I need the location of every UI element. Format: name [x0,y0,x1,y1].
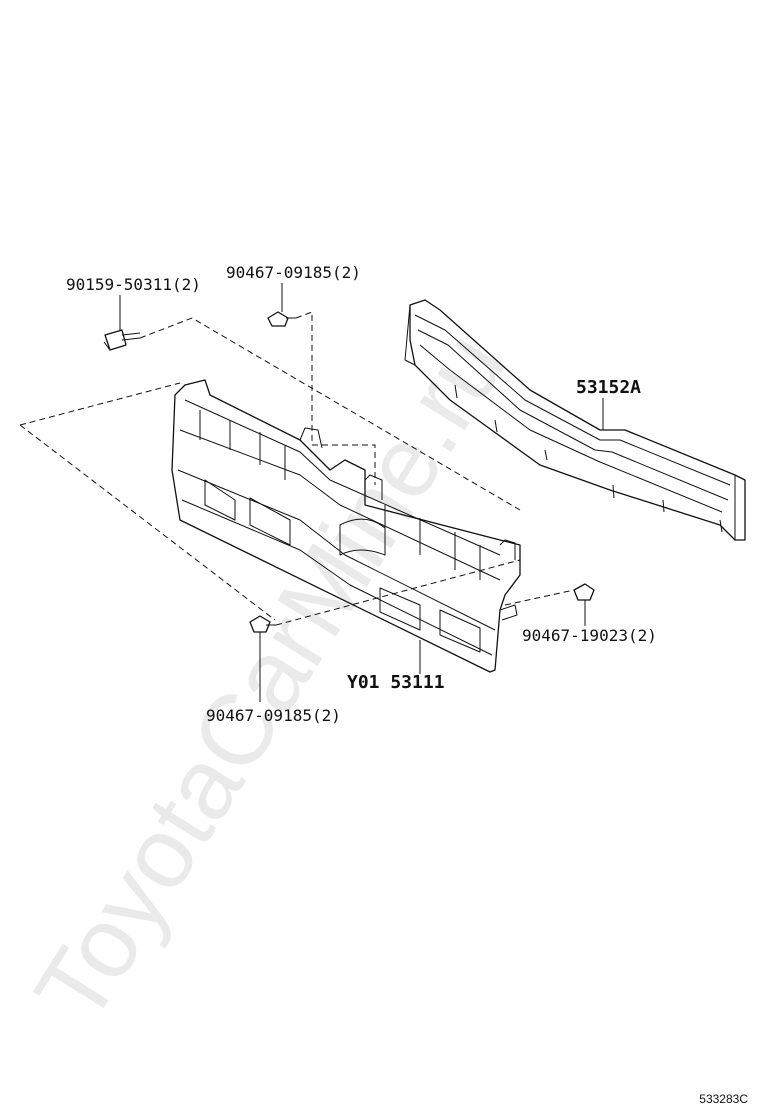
callout-clip-90467-09185-top: 90467-09185(2) [226,263,361,282]
callout-bolt-90159-50311: 90159-50311(2) [66,275,201,294]
callout-clip-90467-09185-bottom: 90467-09185(2) [206,706,341,725]
clip-top-icon [267,311,296,327]
callout-garnish-53152A: 53152A [576,377,641,398]
upper-garnish-drawing [404,299,746,541]
assembly-dashed-lines [19,311,575,626]
radiator-grille-drawing [171,379,521,673]
clip-right-icon [573,583,595,601]
callout-clip-90467-19023: 90467-19023(2) [522,626,657,645]
bolt-top-left-icon [103,329,141,351]
clip-bottom-icon [249,615,276,633]
callout-grille-53111: Y01 53111 [347,672,445,693]
watermark-text: ToyotaCarMine.ru [14,313,527,1042]
leader-lines [119,283,604,702]
drawing-id: 533283C [699,1092,748,1106]
